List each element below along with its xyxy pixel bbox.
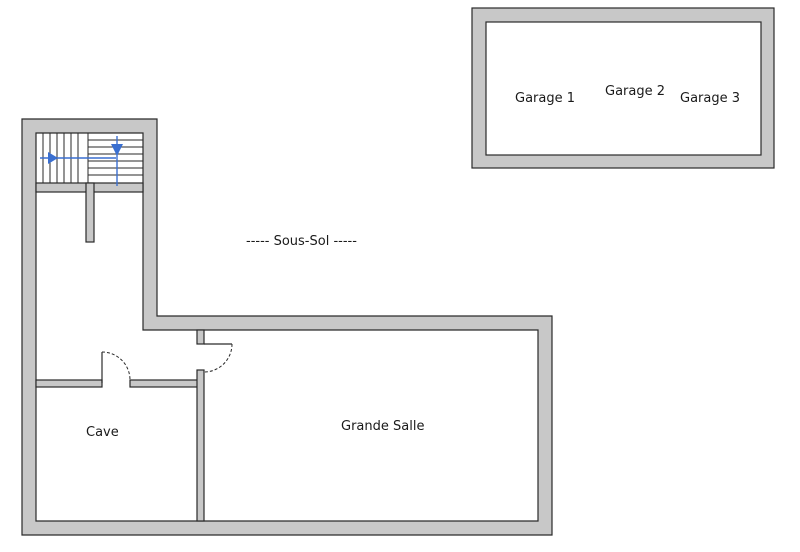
- garage-2-label: Garage 2: [605, 84, 665, 99]
- garage-floor: [485, 21, 762, 156]
- grande-salle-left-wall-top: [196, 329, 205, 345]
- stair-arrowhead-right: [48, 152, 58, 164]
- grande-salle-label: Grande Salle: [341, 419, 424, 434]
- level-title: ----- Sous-Sol -----: [246, 234, 357, 249]
- grande-salle-left-wall: [196, 369, 205, 522]
- stair-arrowhead-down: [111, 144, 123, 156]
- staircase: [35, 132, 144, 186]
- cave-door-swing: [101, 351, 131, 381]
- garage-1-label: Garage 1: [515, 91, 575, 106]
- cave-top-wall-left: [35, 379, 103, 388]
- salle-door-swing: [203, 343, 233, 373]
- basement-block: Cave Grande Salle: [21, 118, 553, 536]
- garage-3-label: Garage 3: [680, 91, 740, 106]
- staircase-frame: [35, 132, 144, 184]
- cave-label: Cave: [86, 425, 119, 440]
- garage-block: Garage 1 Garage 2 Garage 3: [471, 7, 775, 169]
- cave-top-wall-right: [129, 379, 200, 388]
- stair-stub-wall: [85, 182, 95, 243]
